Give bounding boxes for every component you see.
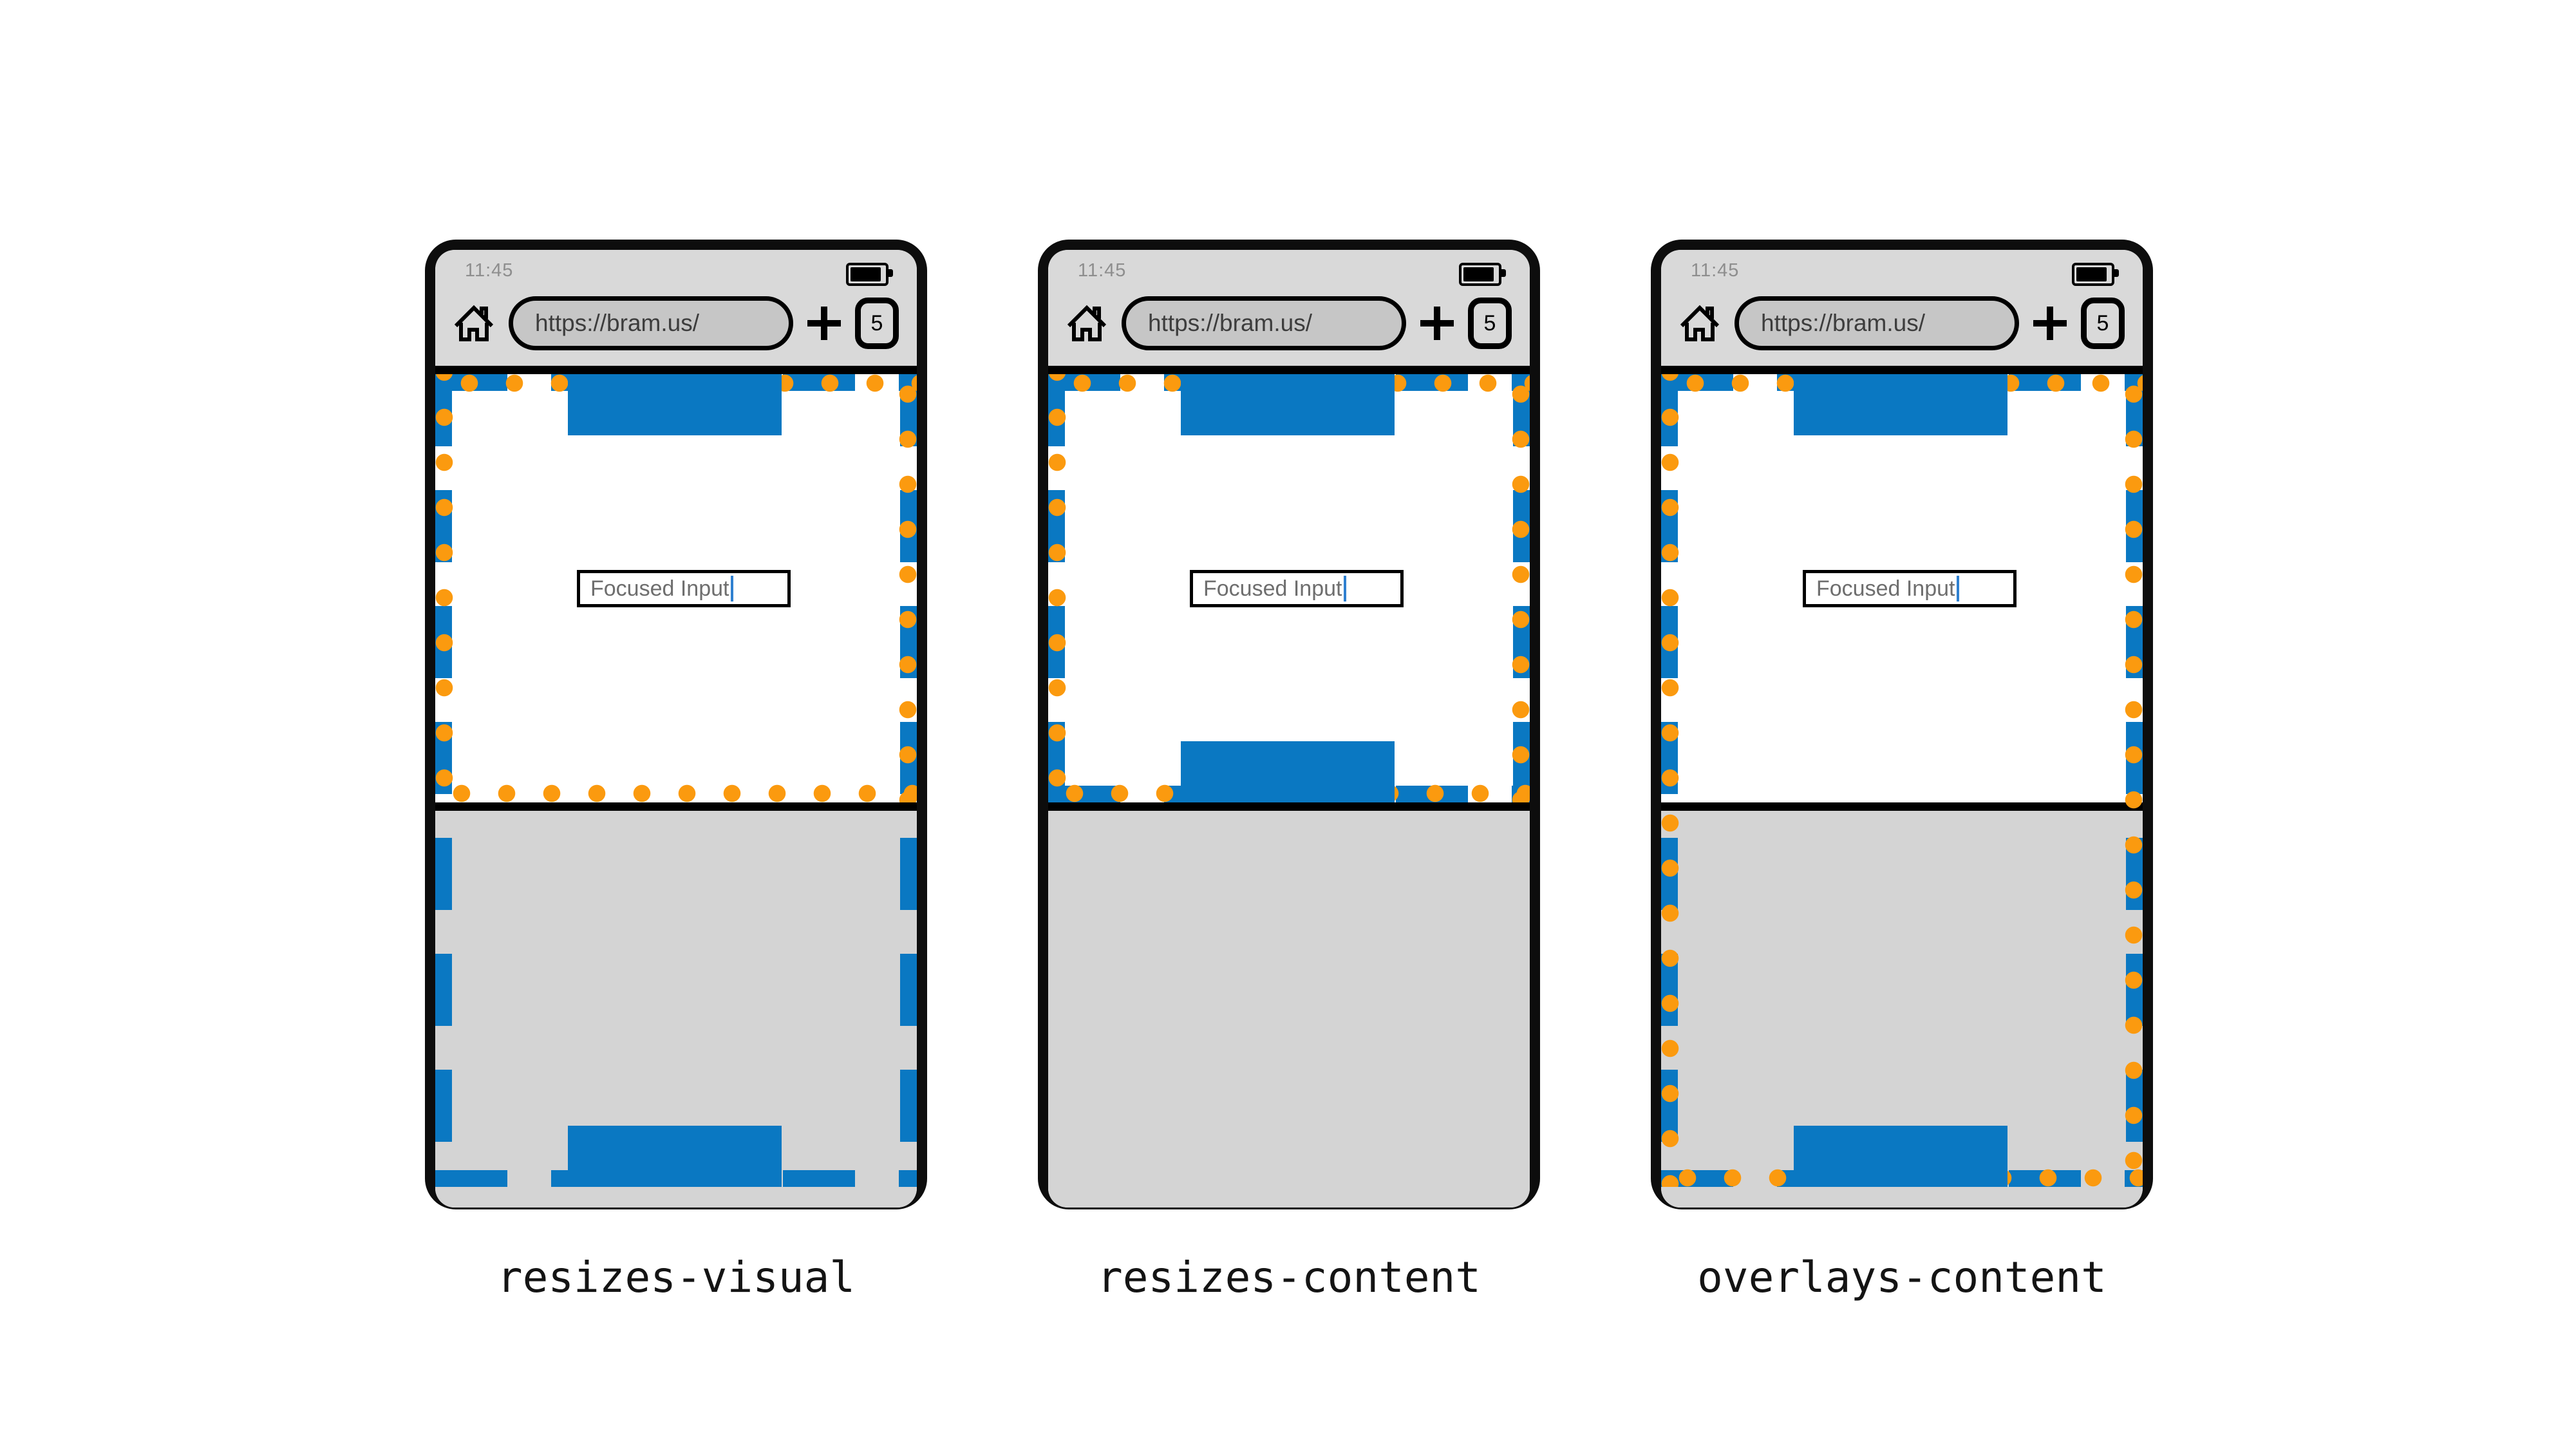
focused-input: Focused Input xyxy=(577,570,791,607)
focused-input-value: Focused Input xyxy=(1203,576,1342,601)
url-toolbar: https://bram.us/ 5 xyxy=(1679,291,2125,355)
page-footer-block xyxy=(568,1126,782,1187)
battery-fill xyxy=(2076,267,2107,281)
new-tab-icon xyxy=(1420,307,1454,340)
phone-mockup-resizes-visual: 11:45 https://bram.us/ 5 Focused Input xyxy=(425,240,927,1209)
visual-viewport-dots-left xyxy=(1048,374,1066,802)
focused-input: Focused Input xyxy=(1803,570,2017,607)
text-caret xyxy=(731,576,734,601)
visual-viewport-dots-right xyxy=(2125,374,2143,1187)
focused-input-value: Focused Input xyxy=(590,576,729,601)
battery-nub xyxy=(2114,269,2119,277)
battery-fill xyxy=(1463,267,1494,281)
text-caret xyxy=(1957,576,1960,601)
tab-count-button: 5 xyxy=(2081,298,2125,349)
page-header-block xyxy=(568,374,782,435)
focused-input: Focused Input xyxy=(1190,570,1404,607)
visual-viewport-dots-right xyxy=(1512,374,1530,802)
status-time: 11:45 xyxy=(465,260,514,281)
visual-viewport-dots-left xyxy=(435,374,453,802)
caption-resizes-content: resizes-content xyxy=(1096,1253,1481,1302)
home-icon xyxy=(1067,305,1107,341)
virtual-keyboard-area xyxy=(1048,802,1530,1208)
new-tab-icon xyxy=(807,307,841,340)
browser-chrome: 11:45 https://bram.us/ 5 xyxy=(1048,250,1530,374)
home-icon xyxy=(1680,305,1720,341)
battery-icon xyxy=(846,263,893,286)
battery-fill xyxy=(851,267,881,281)
battery-icon xyxy=(2072,263,2119,286)
page-header-block xyxy=(1181,374,1395,435)
visual-viewport-dots-left xyxy=(1661,374,1679,1187)
url-toolbar: https://bram.us/ 5 xyxy=(1066,291,1512,355)
status-time: 11:45 xyxy=(1691,260,1740,281)
visual-viewport-dots-right xyxy=(899,374,917,802)
url-field: https://bram.us/ xyxy=(1122,296,1406,350)
battery-icon xyxy=(1459,263,1506,286)
page-footer-block xyxy=(1181,741,1395,802)
url-toolbar: https://bram.us/ 5 xyxy=(453,291,899,355)
focused-input-value: Focused Input xyxy=(1816,576,1955,601)
page-footer-block xyxy=(1794,1126,2007,1187)
screen-resizes-content: Focused Input xyxy=(1048,374,1530,1208)
screen-overlays-content: Focused Input xyxy=(1661,374,2143,1208)
browser-chrome: 11:45 https://bram.us/ 5 xyxy=(435,250,917,374)
text-caret xyxy=(1344,576,1347,601)
caption-resizes-visual: resizes-visual xyxy=(496,1253,856,1302)
url-field: https://bram.us/ xyxy=(509,296,793,350)
battery-nub xyxy=(1501,269,1506,277)
url-field: https://bram.us/ xyxy=(1735,296,2019,350)
page-header-block xyxy=(1794,374,2007,435)
tab-count-button: 5 xyxy=(1468,298,1512,349)
browser-chrome: 11:45 https://bram.us/ 5 xyxy=(1661,250,2143,374)
status-time: 11:45 xyxy=(1078,260,1127,281)
screen-resizes-visual: Focused Input xyxy=(435,374,917,1208)
visual-viewport-dots-bottom xyxy=(435,784,917,802)
phone-mockup-overlays-content: 11:45 https://bram.us/ 5 Focused Input xyxy=(1651,240,2153,1209)
home-icon xyxy=(454,305,494,341)
phone-mockup-resizes-content: 11:45 https://bram.us/ 5 Focused Input xyxy=(1038,240,1540,1209)
new-tab-icon xyxy=(2033,307,2067,340)
caption-overlays-content: overlays-content xyxy=(1697,1253,2107,1302)
tab-count-button: 5 xyxy=(855,298,899,349)
battery-nub xyxy=(888,269,893,277)
